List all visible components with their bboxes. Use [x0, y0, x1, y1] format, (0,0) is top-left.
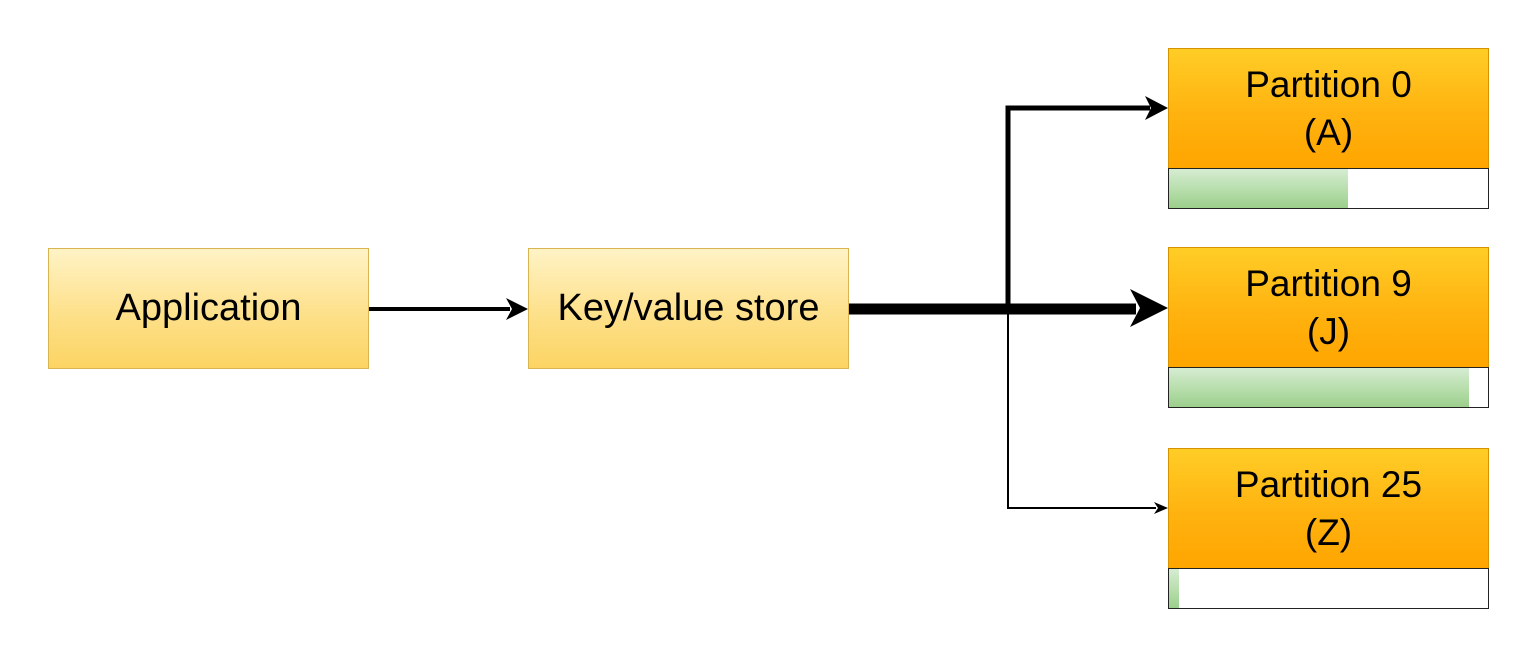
partition-25-key: (Z) [1304, 511, 1353, 553]
partition-0-key: (A) [1303, 111, 1354, 153]
partition-9-usage-fill [1169, 368, 1469, 407]
partition-25-usage-fill [1169, 569, 1179, 608]
arrow-application-to-store [369, 298, 528, 320]
application-node: Application [48, 248, 369, 369]
partition-9-title: Partition 9 [1245, 262, 1412, 304]
partition-0-title: Partition 0 [1245, 63, 1412, 105]
arrow-store-to-partition-25 [1007, 309, 1168, 514]
partition-9-node: Partition 9 (J) [1168, 247, 1489, 408]
partition-9-header: Partition 9 (J) [1168, 247, 1489, 368]
partition-0-usage-fill [1169, 169, 1348, 208]
partition-25-node: Partition 25 (Z) [1168, 448, 1489, 609]
partition-25-header: Partition 25 (Z) [1168, 448, 1489, 569]
key-value-store-label: Key/value store [557, 287, 820, 329]
partition-9-key: (J) [1306, 310, 1351, 352]
application-label: Application [115, 287, 302, 329]
partition-0-usage-bar [1168, 168, 1489, 209]
arrow-store-to-partition-9 [849, 289, 1168, 327]
partition-25-title: Partition 25 [1234, 463, 1423, 505]
partition-9-usage-bar [1168, 367, 1489, 408]
partition-25-usage-bar [1168, 568, 1489, 609]
partition-0-header: Partition 0 (A) [1168, 48, 1489, 169]
arrow-store-to-partition-0 [1005, 96, 1168, 309]
key-value-store-node: Key/value store [528, 248, 849, 369]
partition-0-node: Partition 0 (A) [1168, 48, 1489, 209]
